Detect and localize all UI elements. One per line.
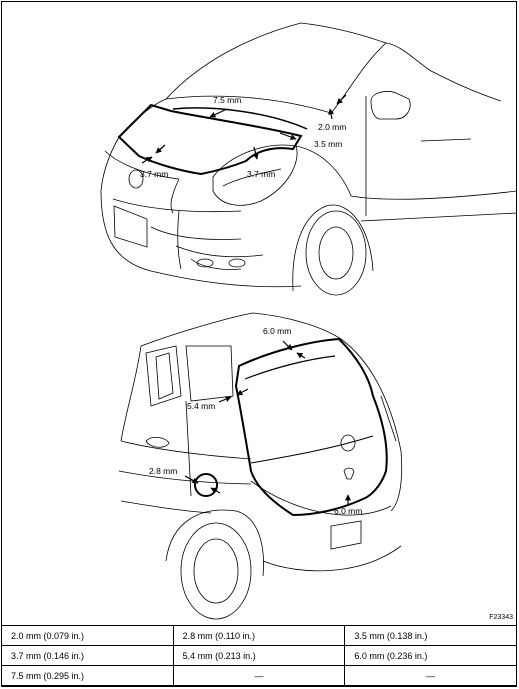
- table-row: 3.7 mm (0.146 in.) 5.4 mm (0.213 in.) 6.…: [1, 645, 517, 666]
- clearance-table: 2.0 mm (0.079 in.) 2.8 mm (0.110 in.) 3.…: [1, 625, 517, 686]
- hood-seal-outline: [117, 103, 303, 176]
- front-callout-arrows: [141, 94, 347, 164]
- fuel-lid: [194, 473, 218, 497]
- callout-hatch-top: 6.0 mm: [263, 326, 291, 336]
- callout-hood-top: 7.5 mm: [213, 95, 241, 105]
- front-callout-labels: 7.5 mm 2.0 mm 3.5 mm 3.7 mm 3.7 mm: [140, 95, 346, 179]
- figure-id: F23343: [489, 614, 513, 621]
- callout-hatch-bottom: 6.0 mm: [334, 506, 362, 516]
- rear-callout-labels: 6.0 mm 5.4 mm 2.8 mm 6.0 mm: [149, 326, 362, 516]
- table-cell: 7.5 mm (0.295 in.): [1, 665, 174, 686]
- vehicle-illustration: 7.5 mm 2.0 mm 3.5 mm 3.7 mm 3.7 mm: [100, 22, 517, 620]
- callout-hood-right: 3.5 mm: [314, 139, 342, 149]
- table-cell: 3.7 mm (0.146 in.): [1, 645, 174, 666]
- table-cell: —: [172, 665, 346, 686]
- callout-fuel-lid: 2.8 mm: [149, 466, 177, 476]
- table-cell: 2.0 mm (0.079 in.): [1, 625, 174, 646]
- table-row: 2.0 mm (0.079 in.) 2.8 mm (0.110 in.) 3.…: [1, 625, 517, 646]
- table-cell: —: [344, 665, 517, 686]
- hatch-seal-outline: [234, 337, 388, 517]
- callout-hatch-side: 5.4 mm: [187, 401, 215, 411]
- callout-a-pillar: 2.0 mm: [318, 122, 346, 132]
- table-cell: 6.0 mm (0.236 in.): [344, 645, 517, 666]
- table-cell: 3.5 mm (0.138 in.): [344, 625, 517, 646]
- table-row: 7.5 mm (0.295 in.) — —: [1, 665, 517, 686]
- front-view-drawing: [100, 22, 517, 296]
- callout-hood-left: 3.7 mm: [140, 169, 168, 179]
- callout-hood-center: 3.7 mm: [247, 169, 275, 179]
- rear-callout-arrows: [184, 340, 351, 504]
- rear-view-drawing: [118, 312, 403, 620]
- table-cell: 2.8 mm (0.110 in.): [172, 625, 346, 646]
- table-cell: 5.4 mm (0.213 in.): [172, 645, 346, 666]
